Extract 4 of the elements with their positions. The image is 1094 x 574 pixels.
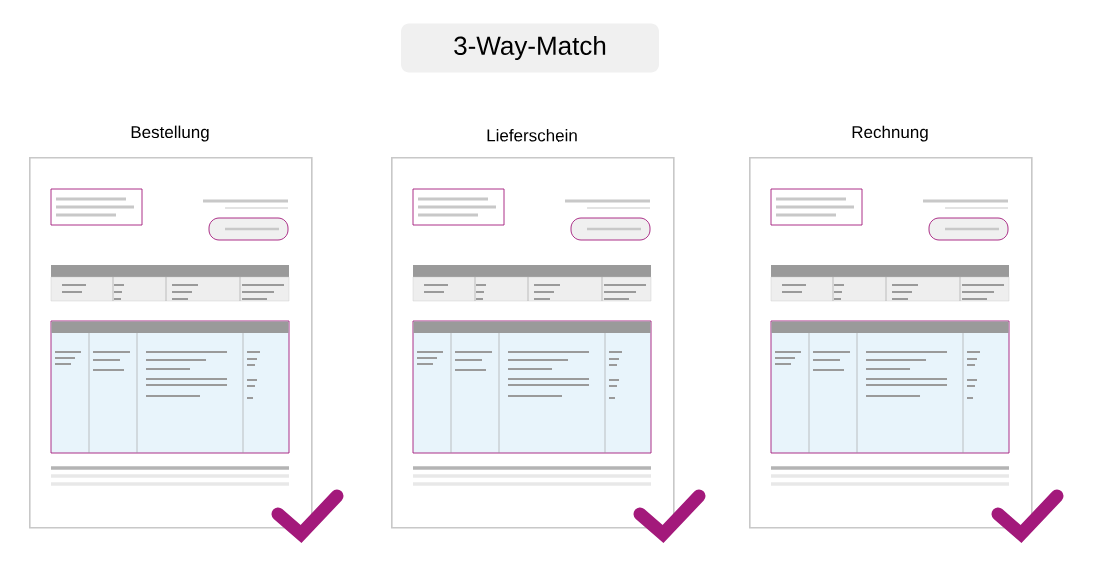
document-heading: Lieferschein [487,129,577,142]
title-box: 3-Way-Match [401,23,659,73]
document-heading: Rechnung [852,125,928,142]
document-heading: Bestellung [131,125,209,142]
